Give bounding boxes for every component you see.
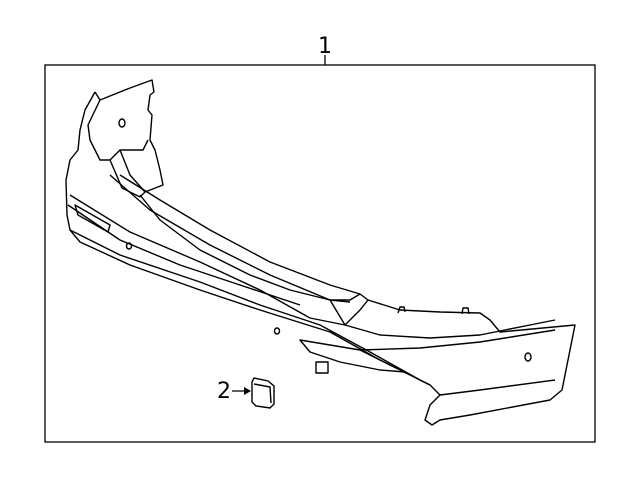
callout-2-label: 2 bbox=[217, 379, 231, 404]
callout-1-label: 1 bbox=[318, 34, 332, 59]
tow-hook-cover-drawing bbox=[251, 377, 275, 409]
arrow-icon bbox=[244, 387, 251, 395]
bumper-cover-drawing bbox=[65, 79, 576, 426]
diagram-frame bbox=[44, 64, 596, 443]
